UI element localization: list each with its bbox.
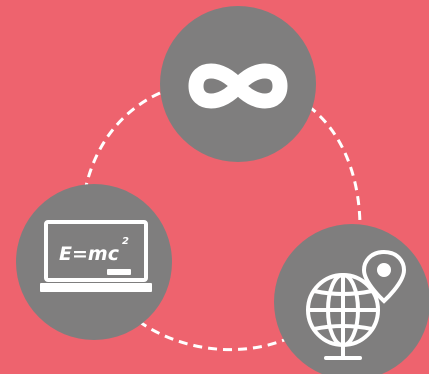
formula-exponent: 2 (122, 236, 129, 247)
globe-location-pin-icon (306, 249, 407, 360)
node-top (160, 6, 316, 162)
chalkboard-icon: E=mc 2 (40, 220, 152, 292)
formula-text: E=mc (59, 243, 120, 265)
connector-top-left (82, 91, 161, 197)
node-left: E=mc 2 (16, 184, 172, 340)
infinity-icon (188, 63, 288, 109)
node-right (274, 224, 429, 374)
connector-left-right (126, 310, 297, 352)
node-right-circle (274, 224, 429, 374)
